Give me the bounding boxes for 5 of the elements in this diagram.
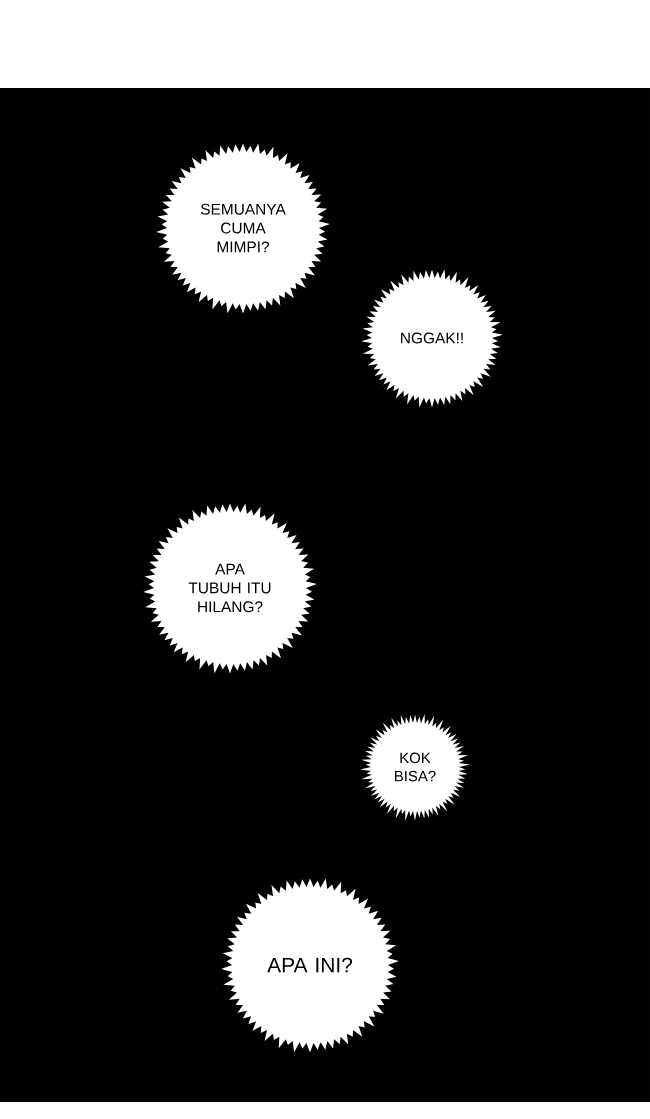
speech-bubble: NGGAK!! <box>361 269 503 408</box>
speech-bubble: APA TUBUH ITU HILANG? <box>143 503 317 674</box>
speech-bubble: SEMUANYA CUMA MIMPI? <box>156 143 330 314</box>
speech-bubble: APA INI? <box>221 878 399 1053</box>
speech-bubble: KOK BISA? <box>360 713 470 821</box>
